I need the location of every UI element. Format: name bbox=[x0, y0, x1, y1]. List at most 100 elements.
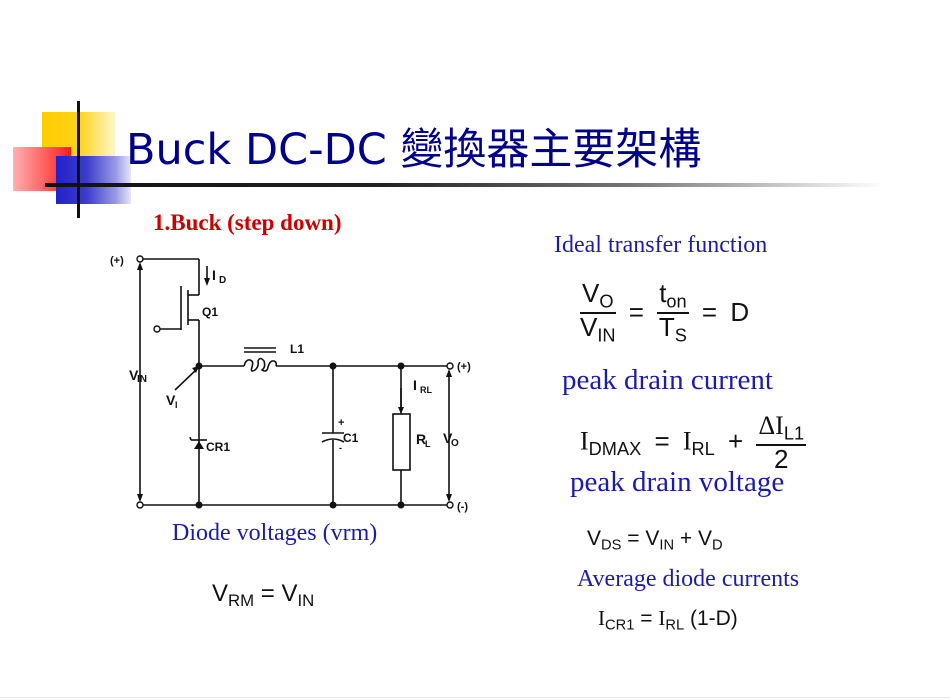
equation-term: VIN bbox=[580, 311, 616, 346]
equation-term: (1-D) bbox=[689, 607, 738, 630]
diode-voltage-equation: VRM = VIN bbox=[212, 580, 314, 611]
arrow-up-icon bbox=[137, 262, 143, 270]
equation-term: O bbox=[599, 291, 614, 312]
equation-term: ΔI bbox=[758, 411, 784, 440]
average-diode-currents-label: Average diode currents bbox=[577, 566, 800, 592]
diode-voltages-label: Diode voltages (vrm) bbox=[172, 520, 378, 546]
terminal-in-minus bbox=[136, 501, 144, 509]
equation-term: T bbox=[658, 311, 675, 342]
average-diode-current-equation: ICR1 = IRL (1-D) bbox=[598, 606, 738, 633]
label-q1: Q1 bbox=[202, 305, 218, 319]
equation-term: + bbox=[728, 425, 744, 456]
label-rl-sub: L bbox=[425, 439, 431, 449]
label-plus-in: (+) bbox=[110, 255, 124, 267]
equation-term: DS bbox=[601, 537, 622, 554]
equation-term: I bbox=[658, 606, 666, 630]
label-c1-plus: + bbox=[338, 417, 344, 429]
label-minus-out: (-) bbox=[457, 501, 468, 513]
circuit-nodes bbox=[137, 262, 452, 509]
arrow-up-icon bbox=[446, 369, 452, 377]
label-c1-minus: - bbox=[339, 443, 342, 453]
equation-term: V bbox=[580, 311, 598, 342]
ideal-transfer-label: Ideal transfer function bbox=[554, 232, 768, 258]
node-dot bbox=[195, 501, 203, 509]
diode-icon bbox=[194, 441, 204, 449]
peak-drain-voltage-label: peak drain voltage bbox=[570, 466, 785, 498]
slide-title: Buck DC-DC 變換器主要架構 bbox=[126, 125, 702, 175]
terminal-gate bbox=[153, 325, 161, 333]
title-underline bbox=[45, 183, 885, 187]
equation-term: = bbox=[260, 580, 275, 607]
equation-term: = bbox=[627, 527, 640, 550]
equation-term: V bbox=[587, 527, 602, 550]
logo-vertical-line bbox=[77, 101, 80, 218]
equation-term: IN bbox=[297, 591, 315, 611]
equation-term: D bbox=[712, 537, 723, 554]
equation-term: I bbox=[682, 426, 692, 456]
equation-term: V bbox=[582, 278, 600, 308]
equation-term: IN bbox=[659, 537, 675, 554]
terminals bbox=[136, 255, 454, 509]
label-c1: C1 bbox=[343, 431, 359, 445]
logo-blue-block bbox=[56, 156, 131, 204]
fraction-ton-ts: ton TS bbox=[657, 278, 689, 346]
peak-drain-current-label: peak drain current bbox=[562, 364, 773, 396]
equation-term: VO bbox=[580, 278, 616, 314]
circuit-wires bbox=[139, 258, 450, 506]
equation-term: ΔIL1 bbox=[756, 411, 807, 446]
equation-term: L1 bbox=[783, 423, 805, 444]
equation-term: V bbox=[698, 527, 713, 550]
terminal-in-plus bbox=[136, 255, 144, 263]
equation-term: TS bbox=[657, 311, 688, 346]
terminal-out-plus bbox=[446, 362, 454, 370]
equation-term: 2 bbox=[774, 443, 789, 474]
equation-term: IN bbox=[597, 325, 616, 346]
label-vin: V bbox=[129, 367, 139, 383]
node-dot bbox=[329, 501, 337, 509]
label-id: I bbox=[212, 267, 216, 283]
label-vo-sub: O bbox=[451, 438, 459, 449]
label-vi-sub: I bbox=[175, 400, 178, 410]
equation-term: ton bbox=[657, 278, 689, 314]
node-dot bbox=[397, 362, 405, 370]
label-rl: R bbox=[416, 431, 426, 447]
equation-term: DMAX bbox=[588, 439, 642, 460]
section-heading: 1.Buck (step down) bbox=[153, 210, 342, 235]
node-dot bbox=[329, 362, 337, 370]
equation-term: S bbox=[674, 325, 687, 346]
terminal-out-minus bbox=[446, 501, 454, 509]
equation-term: CR1 bbox=[605, 617, 635, 634]
equation-term: t bbox=[659, 278, 667, 308]
label-cr1: CR1 bbox=[206, 440, 230, 454]
footer-divider bbox=[0, 697, 950, 698]
label-plus-out: (+) bbox=[457, 361, 471, 373]
equation-term: on bbox=[666, 291, 687, 312]
equation-term: I bbox=[598, 606, 605, 630]
equation-term: = bbox=[640, 607, 653, 630]
node-dot bbox=[397, 501, 405, 509]
equation-term: = bbox=[654, 425, 670, 456]
equation-term: RL bbox=[665, 617, 685, 634]
label-vo: V bbox=[443, 430, 453, 446]
label-vin-sub: IN bbox=[137, 374, 147, 385]
label-vi: V bbox=[166, 392, 176, 408]
buck-circuit-diagram: (+) I D Q1 L1 V IN V I CR1 + C1 - I RL R… bbox=[110, 255, 471, 513]
peak-drain-voltage-equation: VDS = VIN + VD bbox=[587, 527, 723, 553]
equation-term: I bbox=[580, 426, 589, 456]
peak-drain-current-equation: IDMAX = IRL + ΔIL1 2 bbox=[580, 411, 807, 474]
equation-term: V bbox=[281, 580, 298, 607]
equation-term: RL bbox=[691, 439, 715, 460]
equation-term: = bbox=[628, 297, 644, 328]
label-id-sub: D bbox=[219, 275, 226, 286]
fraction-vo-vin: VO VIN bbox=[580, 278, 616, 346]
equation-term: V bbox=[212, 580, 229, 607]
arrow-head-icon bbox=[192, 366, 199, 373]
equation-term: RM bbox=[228, 591, 255, 611]
label-l1: L1 bbox=[290, 342, 304, 356]
equation-term: = bbox=[701, 297, 718, 328]
equation-term: D bbox=[730, 297, 750, 328]
fraction-delta-il1: ΔIL1 2 bbox=[756, 411, 807, 474]
ideal-transfer-equation: VO VIN = ton TS = D bbox=[580, 278, 750, 346]
arrow-down-icon bbox=[398, 407, 404, 414]
label-irl-sub: RL bbox=[420, 385, 432, 395]
